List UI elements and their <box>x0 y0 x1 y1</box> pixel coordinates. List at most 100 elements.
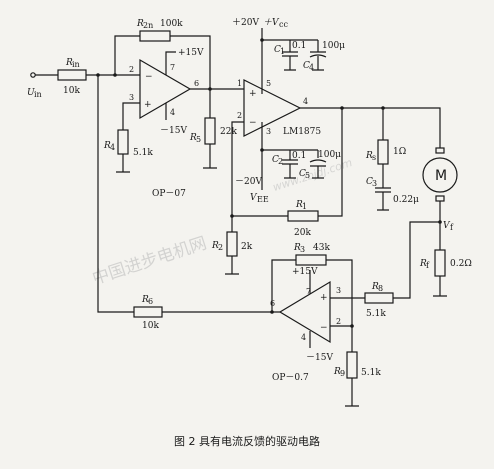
op07b-minus: − <box>320 323 328 333</box>
c5-value: 100μ <box>318 150 341 160</box>
vf-label: V <box>443 221 451 231</box>
op07-plus: + <box>144 100 152 110</box>
resistor-rin2 <box>139 30 171 42</box>
c1-sub: 1 <box>280 47 285 56</box>
resistor-r4 <box>117 129 129 155</box>
r5-name: R <box>189 133 197 143</box>
vcc-sub: cc <box>279 20 288 29</box>
input-label: U <box>27 88 35 98</box>
resistor-rf <box>434 249 446 277</box>
ground-r4 <box>116 154 130 173</box>
r6-name: R <box>141 295 149 305</box>
lm-pin5: 5 <box>266 79 271 88</box>
rin2-sub: 2n <box>143 21 153 30</box>
ground-r2 <box>225 256 239 275</box>
r9-name: R <box>333 367 341 377</box>
lm-pin3: 3 <box>266 127 271 136</box>
motor <box>422 157 458 193</box>
r8-sub: 8 <box>378 284 383 293</box>
r4-sub: 4 <box>110 143 115 152</box>
r4-name: R <box>103 141 111 151</box>
r9-value: 5.1k <box>361 368 381 378</box>
r3-sub: 3 <box>300 245 305 254</box>
op07b-vpos: +15V <box>292 267 318 277</box>
c3-value: 0.22μ <box>393 195 419 205</box>
junction-op07b-out <box>270 310 274 314</box>
rf-value: 0.2Ω <box>450 259 472 269</box>
junction-op07-inv <box>113 73 117 77</box>
rs-sub: s <box>372 153 376 162</box>
vcc-label: V <box>272 18 280 28</box>
opamp-op07 <box>139 58 192 120</box>
lm-pin2: 2 <box>237 111 242 120</box>
r4-value: 5.1k <box>133 148 153 158</box>
c2-name: C <box>272 155 279 165</box>
rf-name: R <box>419 259 427 269</box>
op07b-pin3: 3 <box>336 286 341 295</box>
r1-sub: 1 <box>302 202 307 211</box>
motor-label: M <box>435 168 447 184</box>
motor-brush-bottom <box>435 195 445 202</box>
wire-r1-left <box>231 121 288 217</box>
resistor-r6 <box>133 306 163 318</box>
r6-value: 10k <box>142 321 159 331</box>
input-terminal <box>30 72 36 78</box>
c5-sub: 5 <box>305 171 310 180</box>
vcc-value: ＋20V <box>232 17 259 28</box>
cap-c5 <box>309 150 327 179</box>
cap-c4 <box>309 40 327 71</box>
resistor-rs <box>377 139 389 165</box>
opamp-lm1875 <box>243 79 302 137</box>
op07-pin3: 3 <box>129 93 134 102</box>
c3-name: C <box>366 177 373 187</box>
r2-sub: 2 <box>218 243 223 252</box>
rin2-value: 100k <box>160 19 183 29</box>
op07b-pin2: 2 <box>336 317 341 326</box>
resistor-r2 <box>226 231 238 257</box>
rin-value: 10k <box>63 86 80 96</box>
resistor-rin <box>57 69 87 81</box>
ground-r5 <box>203 144 217 169</box>
lm-name: LM1875 <box>283 127 321 137</box>
c4-name: C <box>303 61 310 71</box>
r6-sub: 6 <box>148 297 153 306</box>
op07-pin7: 7 <box>170 63 175 72</box>
c4-sub: 4 <box>309 63 314 72</box>
motor-brush-top <box>435 147 445 154</box>
ground-r9 <box>345 378 359 407</box>
rin-sub: in <box>72 60 80 69</box>
c1-name: C <box>274 45 281 55</box>
resistor-r1 <box>287 210 319 222</box>
cap-c3 <box>375 164 391 211</box>
vf-sub: f <box>450 223 454 232</box>
rs-value: 1Ω <box>393 147 406 157</box>
wire-r3-left <box>271 259 296 312</box>
watermark: 中国进步电机网 <box>90 233 209 289</box>
op07b-pin7: 7 <box>306 287 311 296</box>
wire-lm-out <box>300 107 441 148</box>
figure-caption: 图 2 具有电流反馈的驱动电路 <box>174 434 320 448</box>
c3-sub: 3 <box>372 179 377 188</box>
wire-r3-right <box>326 259 353 327</box>
op07-vpos: +15V <box>178 48 204 58</box>
op07b-pin4: 4 <box>301 333 306 342</box>
r3-name: R <box>293 243 301 253</box>
r9-sub: 9 <box>340 369 345 378</box>
rs-name: R <box>365 151 373 161</box>
c5-name: C <box>299 169 306 179</box>
lm-minus: − <box>249 118 257 128</box>
r1-name: R <box>295 200 303 210</box>
r3-value: 43k <box>313 243 330 253</box>
input-label-sub: in <box>34 90 42 99</box>
r8-name: R <box>371 282 379 292</box>
r5-sub: 5 <box>196 135 201 144</box>
cap-c1 <box>282 40 298 71</box>
c2-sub: 2 <box>278 157 283 166</box>
junction-vee <box>260 148 264 152</box>
wire-r1-right <box>318 108 343 217</box>
wire-r6-sum <box>97 75 134 313</box>
vee-sub: EE <box>257 195 269 204</box>
lm-pin4: 4 <box>303 97 308 106</box>
